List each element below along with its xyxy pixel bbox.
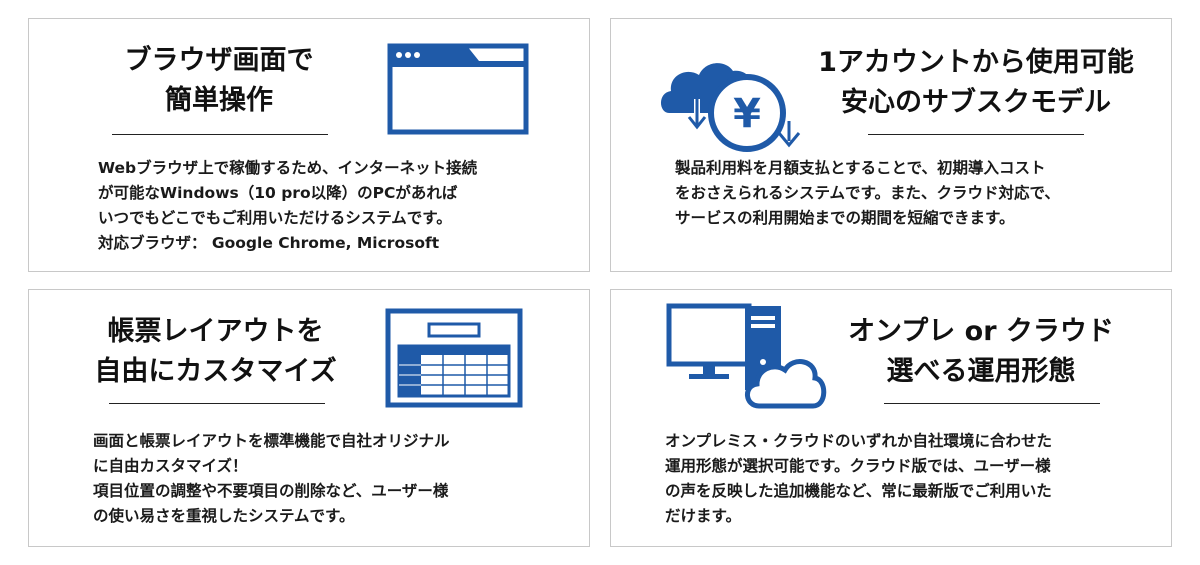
feature-card-subscription: ¥ 1アカウントから使用可能 安心のサブスクモデル 製品利用料を月額支払とするこ… (610, 18, 1172, 272)
description-line: 画面と帳票レイアウトを標準機能で自社オリジナル (93, 432, 450, 450)
feature-description: オンプレミス・クラウドのいずれか自社環境に合わせた 運用形態が選択可能です。クラ… (665, 429, 1052, 529)
feature-description: Webブラウザ上で稼働するため、インターネット接続 が可能なWindows（10… (98, 156, 477, 256)
description-line: いつでもどこでもご利用いただけるシステムです。 (98, 209, 452, 227)
description-line: Webブラウザ上で稼働するため、インターネット接続 (98, 159, 478, 177)
description-line: オンプレミス・クラウドのいずれか自社環境に合わせた (665, 432, 1053, 450)
description-line: が可能なWindows（10 pro以降）のPCがあれば (98, 184, 458, 202)
feature-title-line: 自由にカスタマイズ (94, 356, 337, 387)
feature-title-line: ブラウザ画面で (124, 45, 314, 76)
title-underline (112, 134, 328, 135)
title-underline (109, 403, 325, 404)
feature-title: 1アカウントから使用可能 安心のサブスクモデル (806, 43, 1146, 123)
feature-title: ブラウザ画面で 簡単操作 (109, 41, 329, 121)
yen-symbol: ¥ (733, 91, 761, 137)
feature-title-line: 安心のサブスクモデル (841, 87, 1111, 118)
description-line: をおさえられるシステムです。また、クラウド対応で、 (675, 184, 1060, 202)
feature-card-browser: ブラウザ画面で 簡単操作 Webブラウザ上で稼働するため、インターネット接続 が… (28, 18, 590, 272)
description-line: に自由カスタマイズ！ (93, 457, 248, 475)
feature-title-line: オンプレ or クラウド (848, 316, 1114, 347)
title-underline (868, 134, 1084, 135)
feature-title-line: 選べる運用形態 (886, 356, 1076, 387)
description-line: 項目位置の調整や不要項目の削除など、ユーザー様 (93, 482, 449, 500)
feature-title: 帳票レイアウトを 自由にカスタマイズ (93, 312, 338, 392)
browser-window-icon (387, 43, 529, 135)
description-line: サービスの利用開始までの期間を短縮できます。 (675, 209, 1015, 227)
feature-card-layout: 帳票レイアウトを 自由にカスタマイズ 画面と帳票レイアウトを標準機能で自社オリジ… (28, 289, 590, 547)
description-line: の声を反映した追加機能など、常に最新版でご利用いた (665, 482, 1052, 500)
feature-description: 製品利用料を月額支払とすることで、初期導入コスト をおさえられるシステムです。ま… (675, 156, 1060, 231)
title-underline (884, 403, 1100, 404)
description-line: 運用形態が選択可能です。クラウド版では、ユーザー様 (665, 457, 1051, 475)
feature-title: オンプレ or クラウド 選べる運用形態 (841, 312, 1121, 392)
description-line: だけます。 (665, 507, 741, 525)
description-line: 対応ブラウザ： Google Chrome, Microsoft (98, 234, 440, 252)
feature-card-deployment: オンプレ or クラウド 選べる運用形態 オンプレミス・クラウドのいずれか自社環… (610, 289, 1172, 547)
feature-title-line: 1アカウントから使用可能 (818, 47, 1134, 78)
cloud-yen-subscription-icon: ¥ (661, 63, 801, 152)
description-line: 製品利用料を月額支払とすることで、初期導入コスト (675, 159, 1046, 177)
form-layout-icon (385, 308, 523, 408)
feature-title-line: 簡単操作 (165, 85, 273, 116)
pc-cloud-icon (666, 303, 827, 409)
feature-title-line: 帳票レイアウトを (107, 316, 324, 347)
description-line: の使い易さを重視したシステムです。 (93, 507, 355, 525)
feature-description: 画面と帳票レイアウトを標準機能で自社オリジナル に自由カスタマイズ！ 項目位置の… (93, 429, 450, 529)
